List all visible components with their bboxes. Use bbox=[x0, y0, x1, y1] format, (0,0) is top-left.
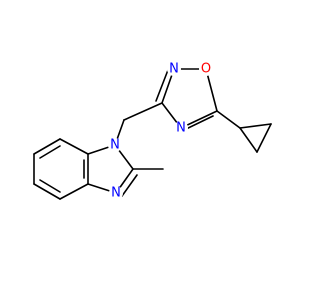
atom-n-benzimidazole-1: N bbox=[108, 138, 122, 153]
benzene-bond bbox=[59, 183, 89, 200]
cyclopropyl-bond bbox=[239, 127, 258, 153]
atom-label-n: N bbox=[176, 121, 186, 136]
cyclopropyl-bond bbox=[256, 123, 272, 153]
atom-label-o: O bbox=[201, 62, 211, 77]
atom-label-n: N bbox=[110, 138, 120, 153]
cyclopropyl-bond bbox=[216, 110, 241, 129]
atom-n-benzimidazole-3: N bbox=[109, 186, 123, 201]
benzene-inner-bond bbox=[39, 145, 61, 159]
atom-n-oxadiazole-2: N bbox=[167, 62, 181, 77]
benzene-bond bbox=[33, 138, 61, 155]
cyclopropyl-bond bbox=[239, 123, 272, 129]
atom-label-layer: N O N N N bbox=[108, 62, 213, 201]
atom-label-n: N bbox=[111, 186, 121, 201]
atom-n-oxadiazole-4: N bbox=[174, 121, 188, 136]
oxadiazole-bond bbox=[205, 68, 218, 112]
atom-background bbox=[174, 121, 188, 135]
benzene-inner-bond bbox=[39, 179, 61, 193]
atom-background bbox=[109, 186, 123, 200]
bond-layer bbox=[33, 68, 272, 200]
benzene-bond bbox=[33, 183, 61, 200]
atom-background bbox=[108, 138, 122, 152]
benzene-bond bbox=[59, 138, 89, 155]
molecule-structure-diagram: N O N N N bbox=[33, 62, 272, 201]
atom-background bbox=[167, 62, 181, 76]
atom-o-oxadiazole-1: O bbox=[199, 62, 213, 77]
linker-bond bbox=[123, 102, 163, 121]
atom-background bbox=[199, 62, 213, 76]
atom-label-n: N bbox=[169, 62, 179, 77]
oxadiazole-inner-bond bbox=[155, 69, 169, 102]
imidazole-inner-bond bbox=[121, 174, 138, 197]
